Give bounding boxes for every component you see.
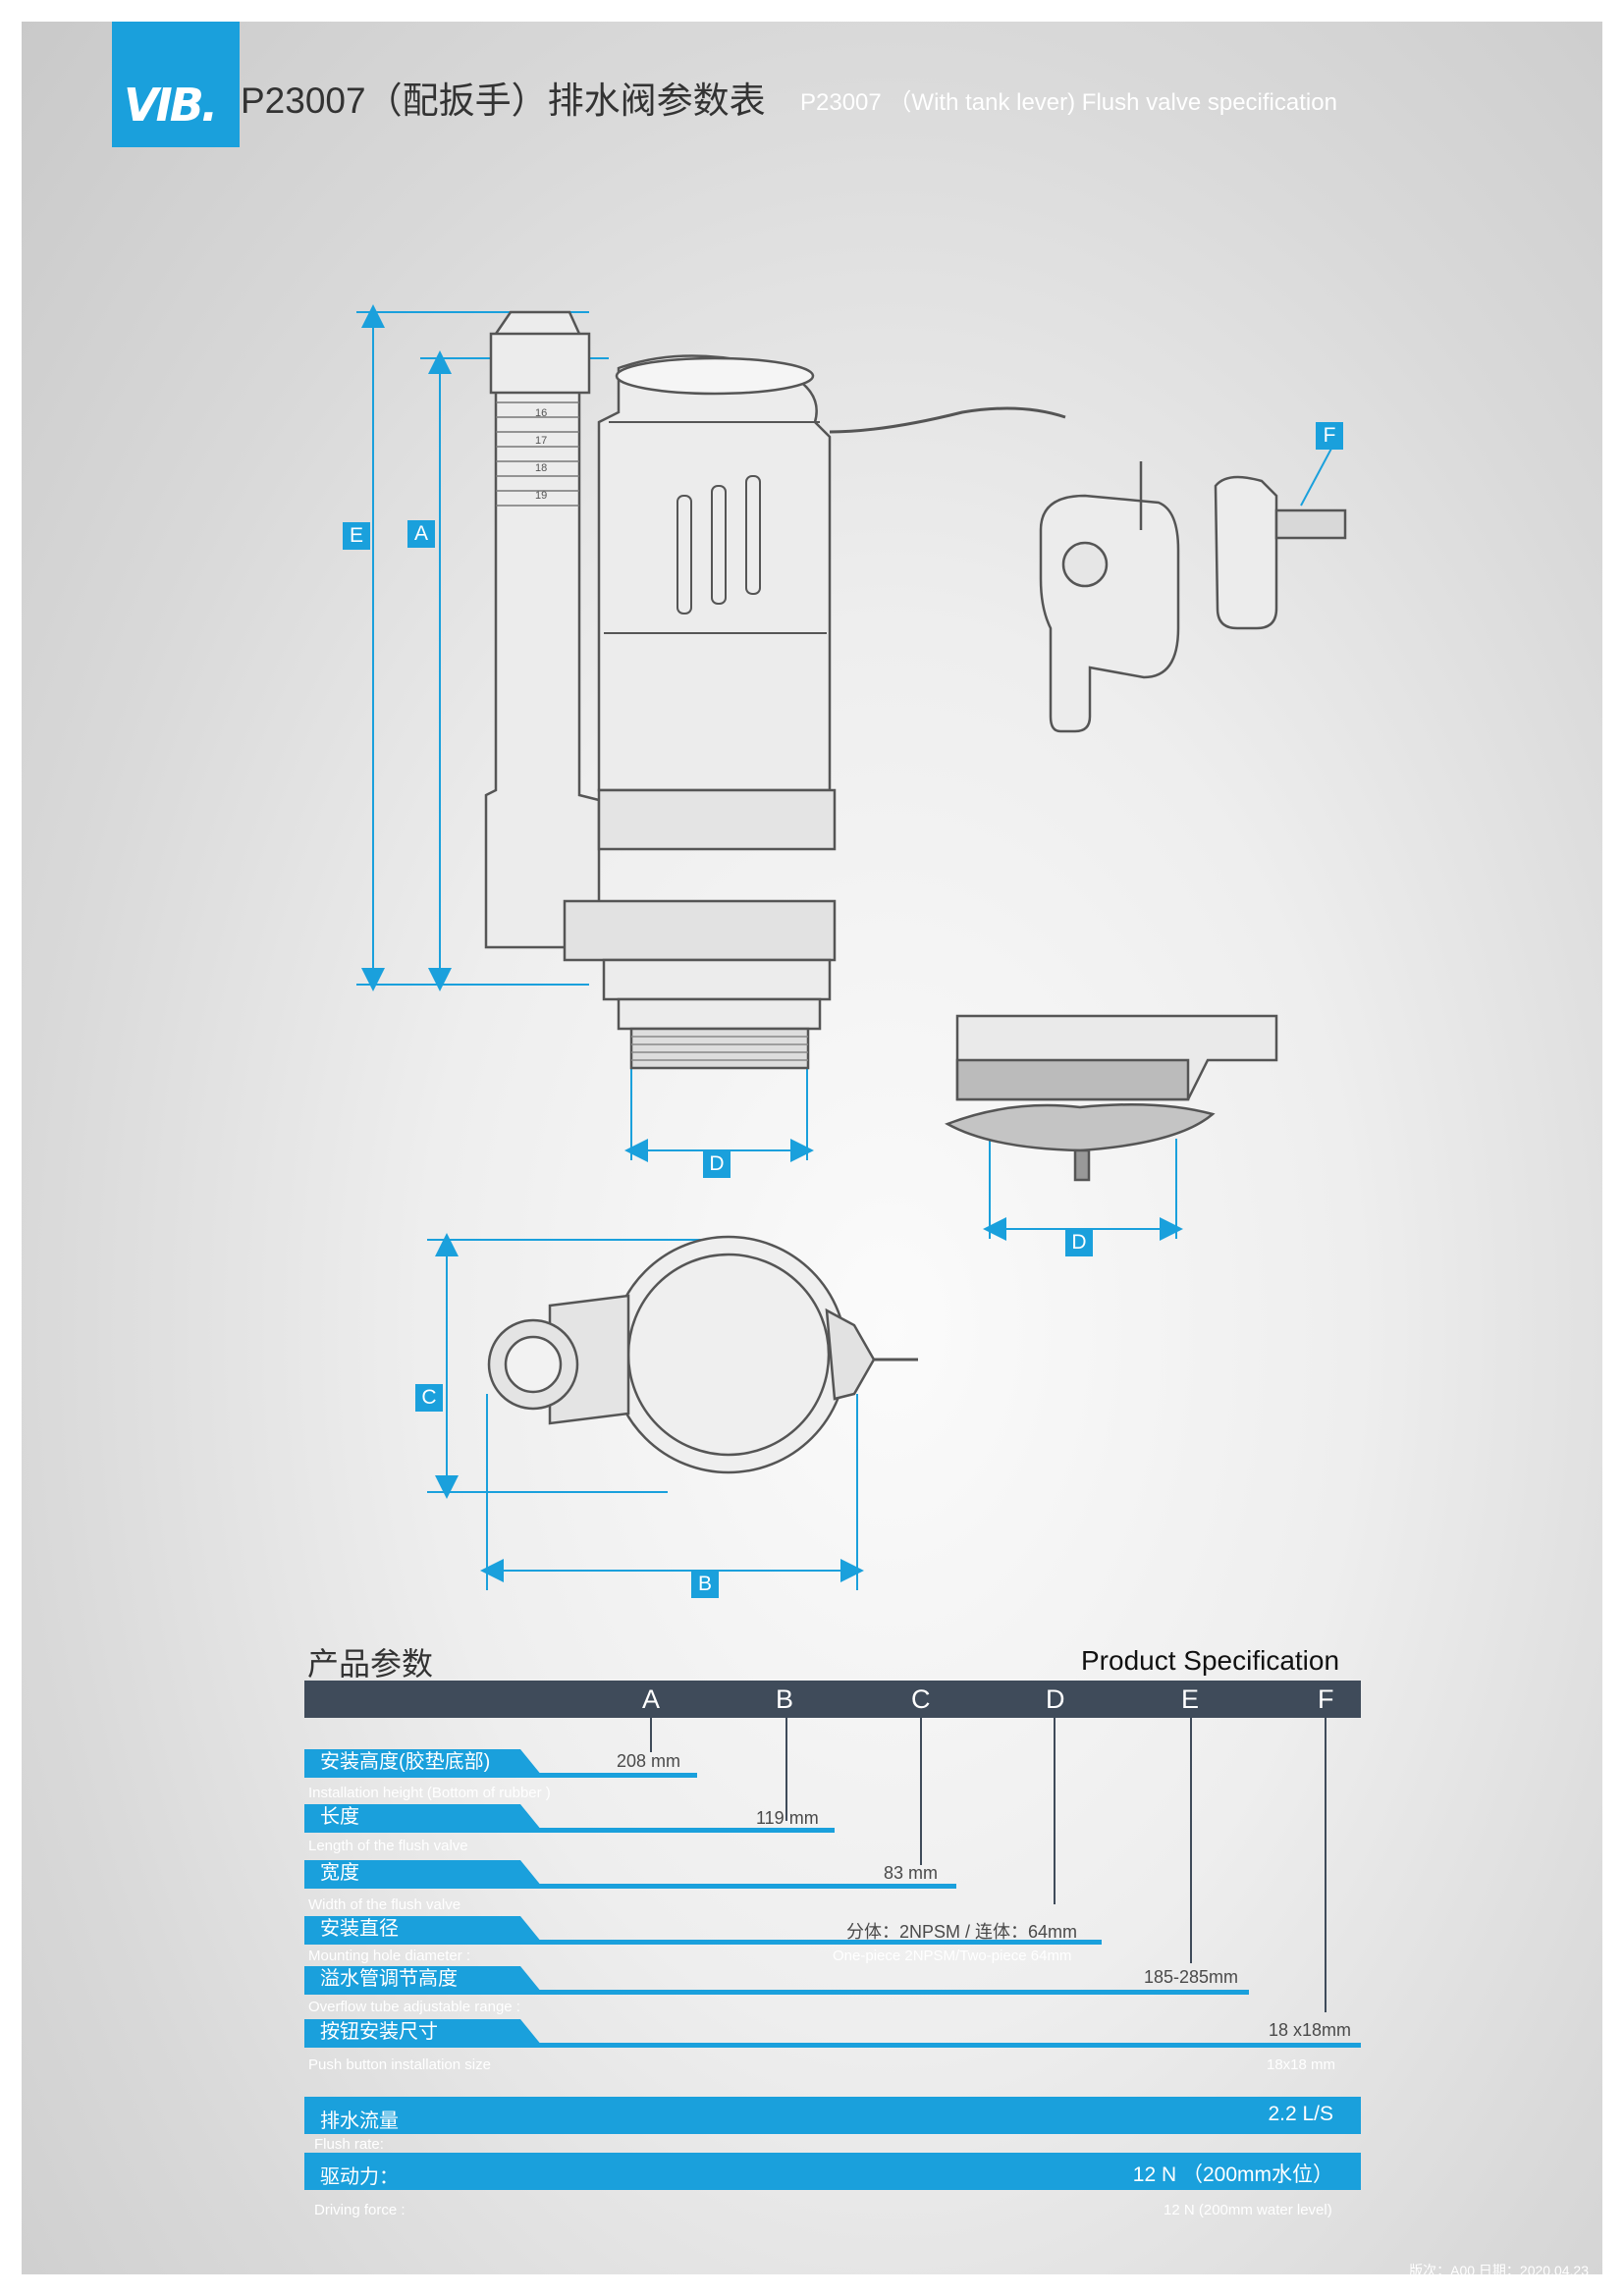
dim-label-b: B — [691, 1571, 719, 1598]
col-f: F — [1318, 1684, 1334, 1714]
col-d: D — [1046, 1684, 1065, 1714]
driving-force-value-sub: 12 N (200mm water level) — [1164, 2202, 1332, 2218]
driving-force-label: 驱动力： — [320, 2166, 399, 2188]
row-label-install-height: 安装高度(胶垫底部) — [304, 1749, 542, 1776]
spec-title-en: Product Specification — [1081, 1645, 1340, 1676]
col-e-leader — [1190, 1718, 1192, 1963]
spec-title-cn: 产品参数 — [307, 1646, 434, 1682]
flush-rate-band: 排水流量 2.2 L/S — [304, 2097, 1361, 2134]
row-line — [304, 1884, 956, 1889]
dim-label-a: A — [407, 520, 435, 548]
row-line — [304, 1773, 697, 1778]
spec-column-header: A B C D E F — [304, 1681, 1361, 1718]
col-b: B — [776, 1684, 794, 1714]
flush-rate-label-en: Flush rate: — [314, 2136, 384, 2153]
dim-label-e: E — [343, 522, 370, 550]
row-label-button-size: 按钮安装尺寸 — [304, 2019, 542, 2046]
row-label-width: 宽度 — [304, 1860, 542, 1887]
version-date: 版次：A00 日期：2020.04.23 — [1409, 2263, 1589, 2278]
row-value-a: 208 mm — [617, 1751, 681, 1771]
col-a-leader — [650, 1718, 652, 1752]
row-label-en: Length of the flush valve — [308, 1838, 468, 1854]
row-value-d-sub: One-piece 2NPSM/Two-piece 64mm — [833, 1948, 1072, 1964]
col-e: E — [1181, 1684, 1200, 1714]
dim-label-d-detail: D — [1065, 1229, 1093, 1256]
row-label-overflow-range: 溢水管调节高度 — [304, 1966, 542, 1993]
scale-mark: 19 — [535, 490, 547, 502]
col-c-leader — [920, 1718, 922, 1865]
col-c: C — [911, 1684, 931, 1714]
dim-label-d: D — [703, 1150, 731, 1178]
scale-mark: 18 — [535, 462, 547, 474]
page-title-en: P23007 （With tank lever) Flush valve spe… — [800, 89, 1337, 116]
row-label-en: Overflow tube adjustable range : — [308, 1999, 520, 2015]
row-value-f: 18 x18mm — [1269, 2020, 1352, 2040]
flush-rate-label: 排水流量 — [320, 2110, 399, 2132]
row-label-en: Width of the flush valve — [308, 1896, 461, 1913]
row-label-en: Mounting hole diameter : — [308, 1948, 471, 1964]
row-value-c: 83 mm — [884, 1863, 939, 1883]
brand-logo: VIB. — [112, 22, 240, 147]
scale-mark: 17 — [535, 435, 547, 447]
row-value-d: 分体：2NPSM / 连体：64mm — [846, 1922, 1078, 1942]
technical-drawing: 16 17 18 19 — [356, 304, 1347, 1590]
row-value-e: 185-285mm — [1144, 1967, 1239, 1987]
scale-mark: 16 — [535, 407, 547, 419]
driving-force-label-en: Driving force : — [314, 2202, 406, 2218]
row-label-en: Installation height (Bottom of rubber ) — [308, 1785, 551, 1801]
row-label-length: 长度 — [304, 1804, 542, 1831]
driving-force-value: 12 N （200mm水位） — [1132, 2163, 1333, 2186]
dim-label-c: C — [415, 1384, 443, 1412]
row-line — [304, 1940, 1102, 1945]
row-label-en: Push button installation size — [308, 2056, 491, 2073]
dim-label-f: F — [1316, 422, 1343, 450]
col-a: A — [642, 1684, 661, 1714]
row-line — [304, 1828, 835, 1833]
row-line — [304, 1990, 1249, 1995]
flush-rate-value: 2.2 L/S — [1268, 2103, 1333, 2125]
row-label-mounting-diameter: 安装直径 — [304, 1916, 542, 1943]
driving-force-band: 驱动力： 12 N （200mm水位） — [304, 2153, 1361, 2190]
row-line — [304, 2043, 1361, 2048]
col-b-leader — [785, 1718, 787, 1821]
col-f-leader — [1325, 1718, 1326, 2012]
row-value-b: 119 mm — [756, 1808, 819, 1828]
row-value-f-sub: 18x18 mm — [1267, 2056, 1336, 2073]
page-title-cn: P23007（配扳手）排水阀参数表 — [241, 80, 766, 121]
col-d-leader — [1054, 1718, 1056, 1904]
